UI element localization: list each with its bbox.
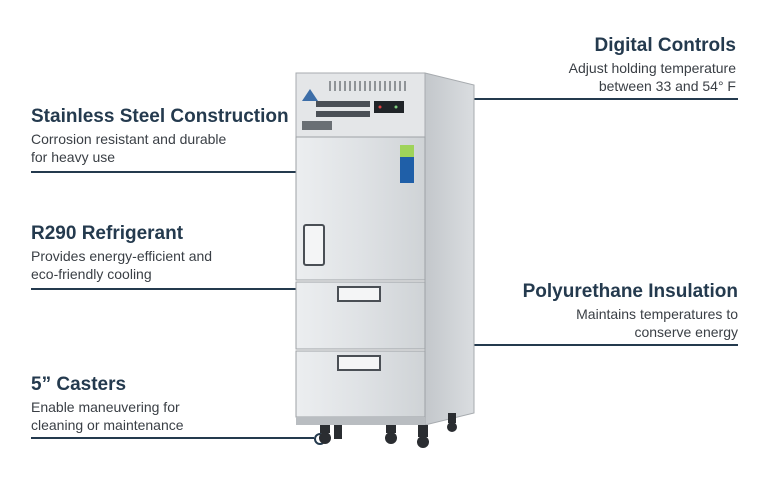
callout-description-line2: cleaning or maintenance — [31, 417, 184, 433]
caster-icon — [319, 413, 457, 448]
energy-star-sticker-top — [400, 145, 414, 157]
callout-description-line1: Adjust holding temperature — [568, 60, 736, 76]
callout-title: R290 Refrigerant — [31, 223, 184, 244]
callout-line-refrigerant — [31, 288, 303, 290]
callout-description-line1: Maintains temperatures to — [576, 306, 738, 322]
callout-r290-refrigerant: R290 Refrigerant Provides energy-efficie… — [31, 223, 212, 283]
callout-title: Digital Controls — [594, 35, 736, 56]
callout-title: 5” Casters — [31, 374, 127, 395]
vent-slot — [316, 111, 370, 117]
callout-casters: 5” Casters Enable maneuvering for cleani… — [31, 374, 184, 434]
callout-line-stainless — [31, 171, 299, 173]
controller-led — [394, 105, 398, 109]
callout-description-line1: Provides energy-efficient and — [31, 248, 213, 264]
callout-digital-controls: Digital Controls Adjust holding temperat… — [569, 35, 736, 95]
callout-line-casters — [31, 437, 314, 439]
callout-description-line2: eco-friendly cooling — [31, 266, 152, 282]
cabinet-base — [296, 417, 425, 425]
brand-badge — [302, 121, 332, 130]
callout-title: Polyurethane Insulation — [522, 281, 738, 302]
callout-title: Stainless Steel Construction — [31, 106, 289, 127]
callout-description-line1: Corrosion resistant and durable — [31, 131, 227, 147]
callout-stainless-steel: Stainless Steel Construction Corrosion r… — [31, 106, 289, 166]
digital-controller-display — [374, 101, 404, 113]
callout-description-line1: Enable maneuvering for — [31, 399, 180, 415]
drawer-handle — [337, 286, 381, 302]
callout-description-line2: between 33 and 54° F — [598, 78, 736, 94]
callout-description-line2: for heavy use — [31, 149, 116, 165]
callout-line-controls — [419, 98, 738, 100]
callout-polyurethane-insulation: Polyurethane Insulation Maintains temper… — [523, 281, 738, 341]
callout-description-line2: conserve energy — [634, 324, 738, 340]
drawer-handle — [337, 355, 381, 371]
callout-line-insulation — [464, 344, 738, 346]
vent-grille — [329, 81, 406, 91]
cabinet-side-panel — [424, 72, 475, 426]
logo-icon — [302, 89, 318, 101]
vent-slot — [316, 101, 370, 107]
refrigerator-illustration — [295, 72, 475, 448]
door-handle — [303, 224, 325, 266]
controller-led — [378, 105, 382, 109]
